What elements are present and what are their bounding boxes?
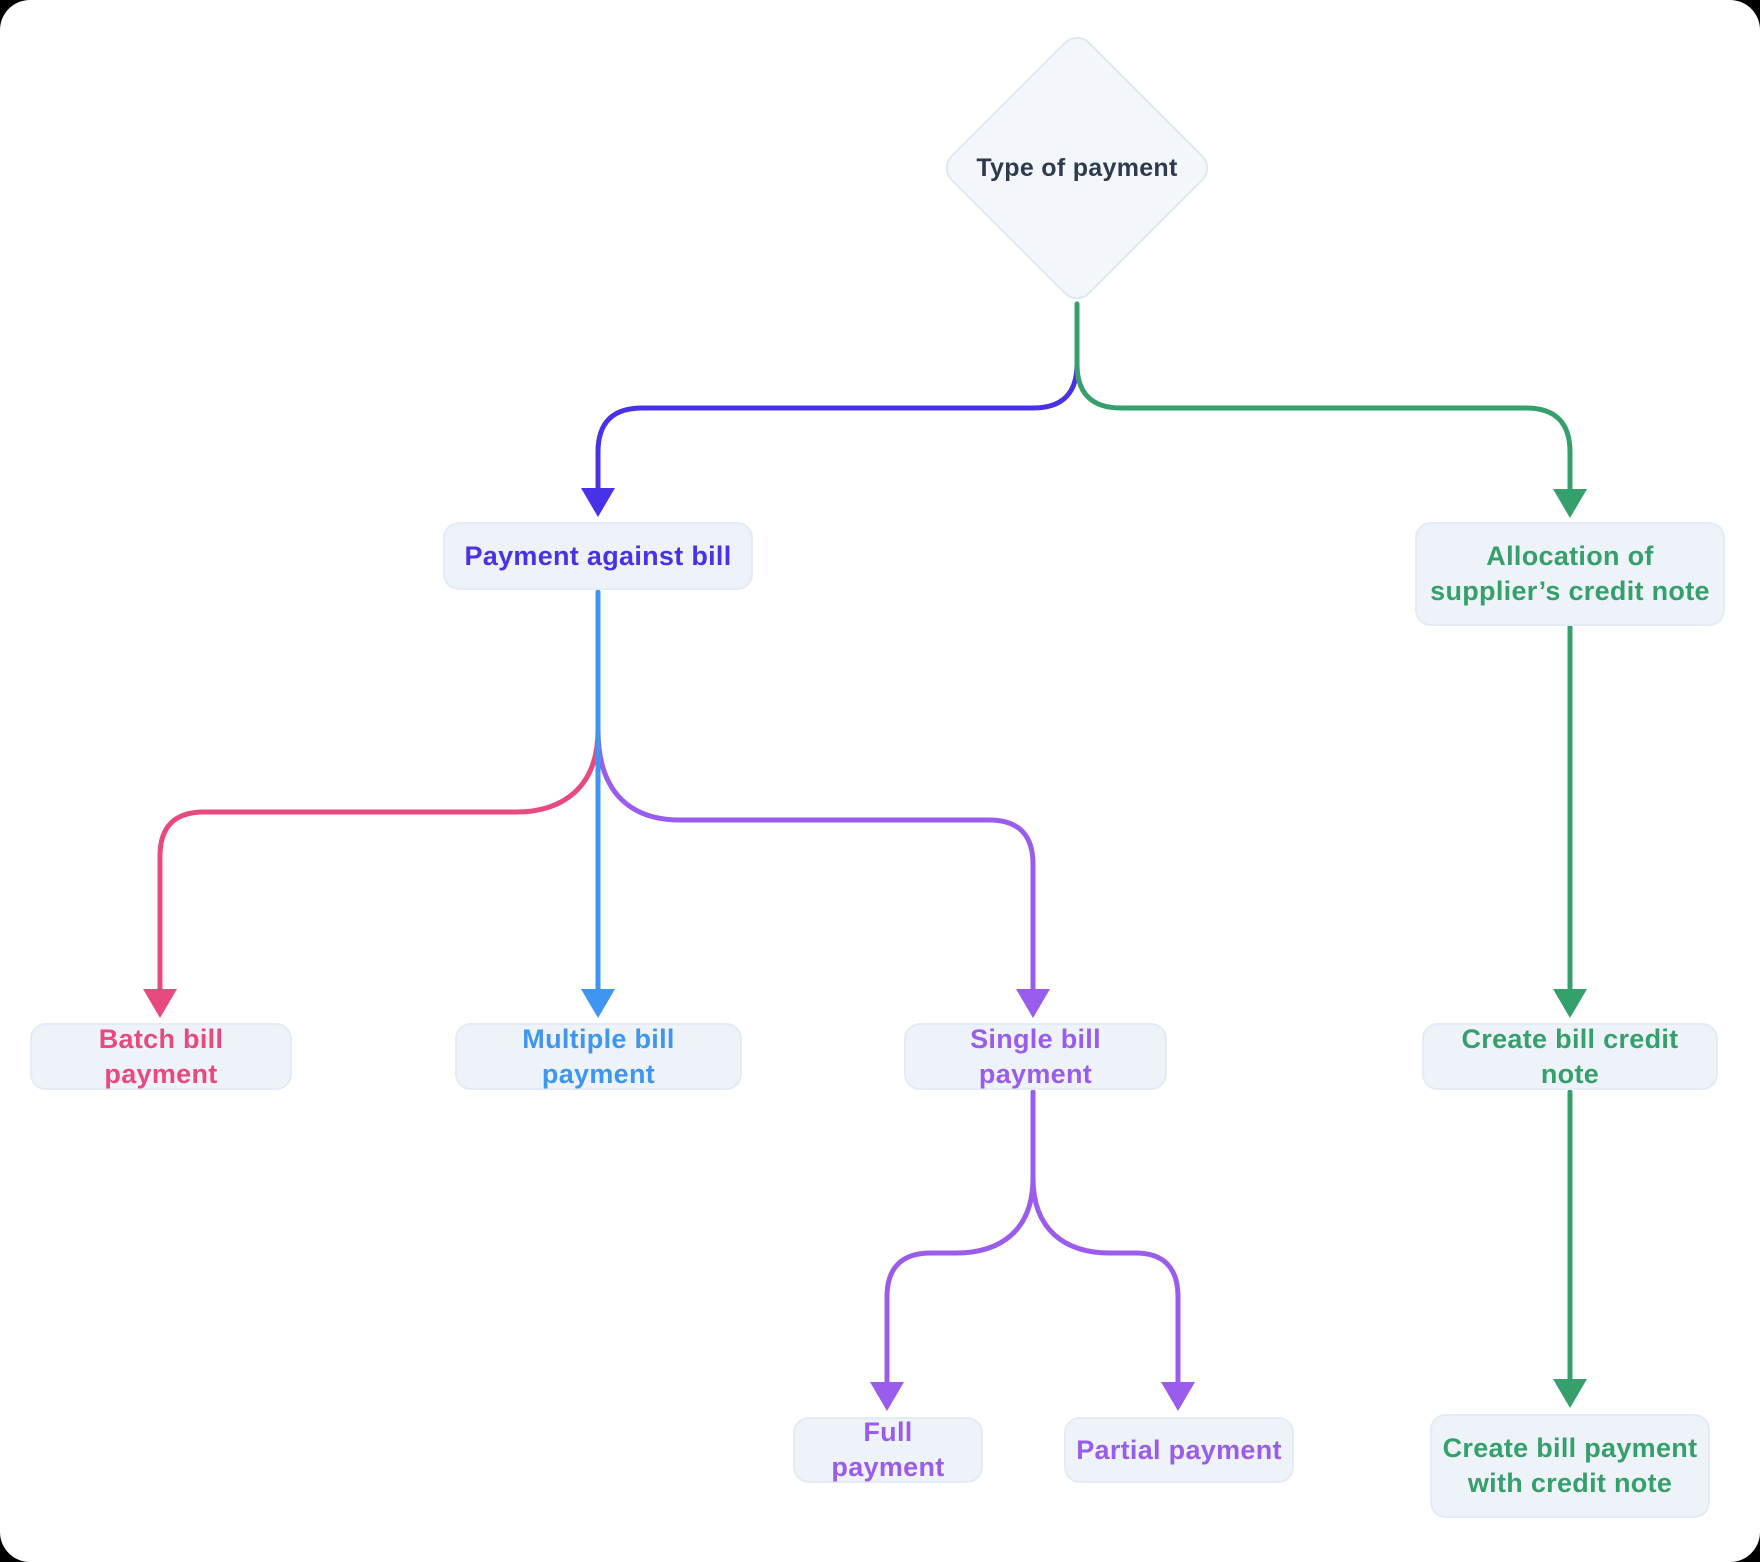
node-create-bill-credit-note: Create bill credit note xyxy=(1422,1023,1718,1090)
node-single-bill-payment: Single bill payment xyxy=(904,1023,1167,1090)
node-create-bill-payment-with-credit-note: Create bill payment with credit note xyxy=(1430,1414,1710,1518)
arrowhead-full xyxy=(870,1382,904,1411)
arrowhead-payment-against-bill xyxy=(581,488,615,517)
node-allocation-of-suppliers-credit-note: Allocation of supplier’s credit note xyxy=(1415,522,1725,626)
node-type-of-payment: Type of payment xyxy=(976,153,1178,182)
arrowhead-payment-with-credit-note xyxy=(1553,1379,1587,1408)
edge-payment-to-single xyxy=(595,727,1036,996)
node-full-payment: Full payment xyxy=(793,1417,983,1483)
edge-root-to-allocation xyxy=(1074,301,1573,496)
arrowhead-single xyxy=(1016,989,1050,1018)
node-partial-payment: Partial payment xyxy=(1064,1417,1294,1483)
edge-single-to-full xyxy=(884,1089,1036,1389)
edge-single-to-partial xyxy=(1030,1089,1181,1389)
node-batch-bill-payment: Batch bill payment xyxy=(30,1023,292,1090)
node-payment-against-bill: Payment against bill xyxy=(443,522,753,590)
arrowhead-create-credit-note xyxy=(1553,989,1587,1018)
edge-payment-to-batch xyxy=(157,727,601,996)
arrowhead-multiple xyxy=(581,989,615,1018)
edge-root-to-payment-against-bill xyxy=(595,329,1080,495)
arrowhead-allocation xyxy=(1553,489,1587,518)
node-multiple-bill-payment: Multiple bill payment xyxy=(455,1023,742,1090)
arrowhead-partial xyxy=(1161,1382,1195,1411)
arrowhead-batch xyxy=(143,989,177,1018)
